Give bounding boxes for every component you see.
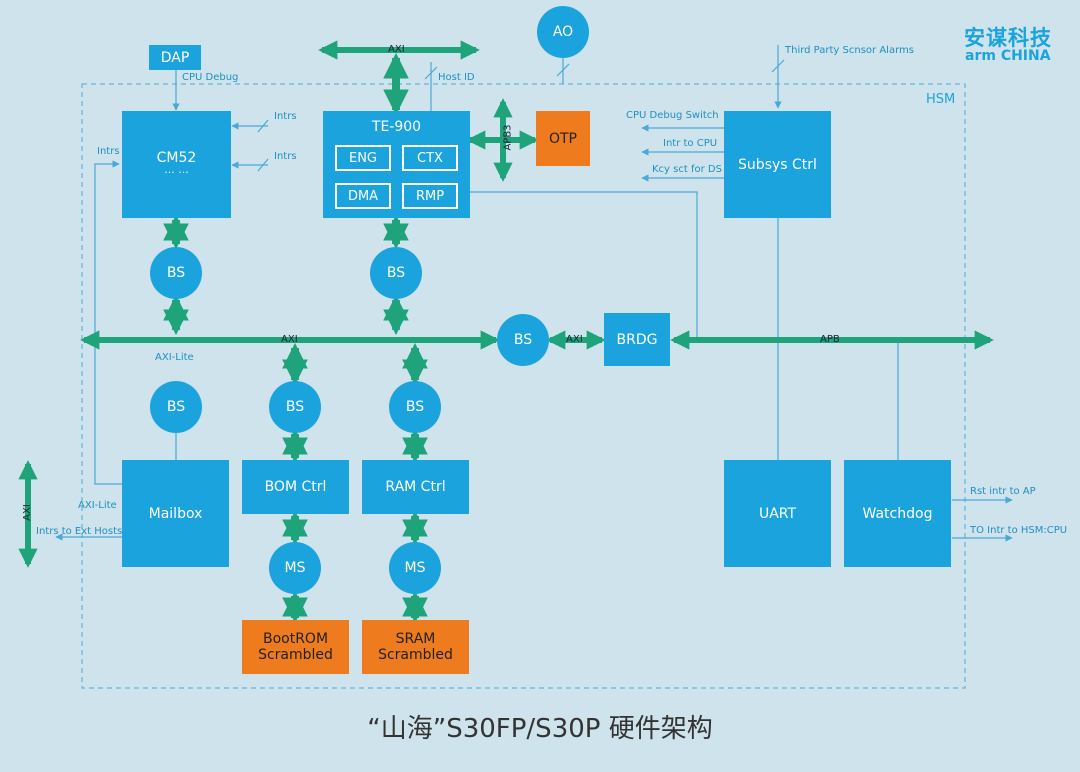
- cm52-dots: ··· ···: [164, 166, 189, 179]
- uart-block: UART: [724, 460, 831, 567]
- intrs-label-1: Intrs: [274, 111, 297, 122]
- sram-line1: SRAM: [395, 631, 436, 647]
- rst-intr-label: Rst intr to AP: [970, 486, 1036, 497]
- ao-node: AO: [537, 6, 589, 58]
- eng-unit: ENG: [335, 145, 391, 171]
- te900-title: TE-900: [371, 119, 422, 135]
- axi-bridge-label: AXI: [566, 334, 583, 345]
- intrs-label-2: Intrs: [274, 151, 297, 162]
- rmp-unit: RMP: [402, 183, 458, 209]
- key-sct-label: Kcy sct for DS: [652, 164, 722, 175]
- diagram-caption: “山海”S30FP/S30P 硬件架构: [367, 714, 713, 744]
- brdg-block: BRDG: [604, 313, 670, 366]
- host-id-label: Host ID: [438, 72, 475, 83]
- mailbox-block: Mailbox: [122, 460, 229, 567]
- hsm-boundary: [81, 83, 966, 689]
- cpu-debug-label: CPU Debug: [182, 72, 239, 83]
- sram-line2: Scrambled: [378, 647, 453, 663]
- dma-unit: DMA: [335, 183, 391, 209]
- brand-english: arm CHINA: [965, 48, 1051, 64]
- intr-to-cpu-label: Intr to CPU: [663, 138, 718, 149]
- axi-lite-ext-label: AXI-Lite: [78, 500, 117, 511]
- dap-block: DAP: [149, 45, 201, 70]
- bootrom-block: BootROM Scrambled: [242, 620, 349, 674]
- third-party-label: Third Party Scnsor Alarms: [785, 45, 914, 56]
- cm52-block: CM52 ··· ···: [122, 111, 231, 218]
- te900-block: TE-900: [323, 111, 470, 218]
- bootrom-line2: Scrambled: [258, 647, 333, 663]
- ms-node-sram: MS: [389, 542, 441, 594]
- ms-node-bootrom: MS: [269, 542, 321, 594]
- brand-chinese: 安谋科技: [964, 26, 1052, 50]
- bs-node-bridge: BS: [497, 314, 549, 366]
- bs-node-te900: BS: [370, 247, 422, 299]
- intrs-ext-label: Intrs to Ext Hosts: [36, 526, 123, 537]
- cm52-title: CM52: [156, 150, 197, 166]
- sram-block: SRAM Scrambled: [362, 620, 469, 674]
- hsm-label: HSM: [926, 92, 956, 107]
- bs-node-cm52: BS: [150, 247, 202, 299]
- cpu-debug-switch-label: CPU Debug Switch: [626, 110, 719, 121]
- to-intr-label: TO Intr to HSM:CPU: [970, 525, 1068, 536]
- apb-label: APB: [820, 334, 840, 345]
- axi-top-label: AXI: [388, 44, 405, 55]
- ram-ctrl-block: RAM Ctrl: [362, 460, 469, 514]
- axi-main-label: AXI: [281, 334, 298, 345]
- axi-lite-label: AXI-Lite: [155, 352, 194, 363]
- subsys-ctrl-block: Subsys Ctrl: [724, 111, 831, 218]
- bs-node-ram: BS: [389, 381, 441, 433]
- axi-ext-label: AXI: [21, 504, 33, 521]
- bs-node-bom: BS: [269, 381, 321, 433]
- watchdog-block: Watchdog: [844, 460, 951, 567]
- ctx-unit: CTX: [402, 145, 458, 171]
- intrs-label-mailbox: Intrs: [97, 146, 120, 157]
- otp-block: OTP: [536, 111, 590, 166]
- bootrom-line1: BootROM: [262, 631, 329, 647]
- bom-ctrl-block: BOM Ctrl: [242, 460, 349, 514]
- bs-node-mailbox: BS: [150, 381, 202, 433]
- apb3-label: APB3: [502, 124, 514, 151]
